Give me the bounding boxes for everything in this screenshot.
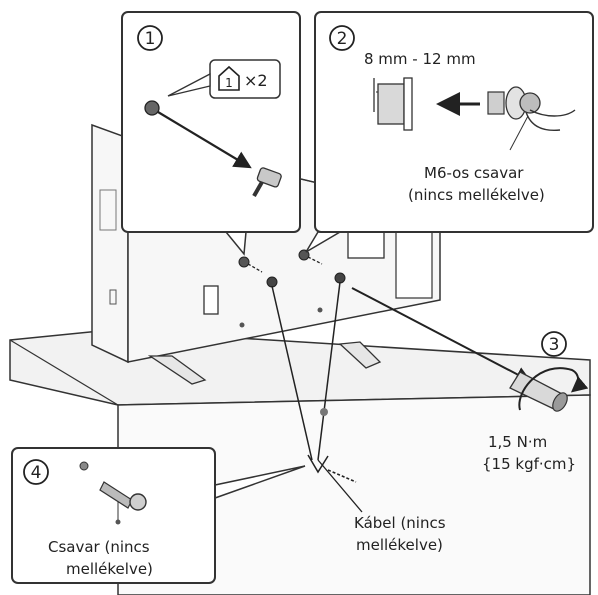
- step2-number: 2: [337, 29, 348, 49]
- step4-screw-line1: Csavar (nincs: [48, 538, 150, 556]
- cable-line2: mellékelve): [356, 536, 443, 554]
- step4-panel: 4 Csavar (nincs mellékelve): [12, 448, 215, 583]
- step4-number: 4: [31, 463, 42, 483]
- torque-line1: 1,5 N·m: [488, 433, 547, 451]
- step1-number: 1: [145, 29, 156, 49]
- step2-panel: 2 8 mm - 12 mm M6-os csavar (nincs mellé…: [315, 12, 593, 232]
- step2-screw-line1: M6-os csavar: [424, 164, 524, 182]
- step1-panel: 1 1 ×2: [122, 12, 300, 232]
- step2-screw-line2: (nincs mellékelve): [408, 186, 545, 204]
- step1-count: ×2: [244, 71, 268, 90]
- step2-dimension: 8 mm - 12 mm: [364, 50, 476, 68]
- torque-line2: {15 kgf·cm}: [482, 455, 576, 473]
- step3-number: 3: [549, 335, 560, 355]
- cable-line1: Kábel (nincs: [354, 514, 446, 532]
- step4-screw-line2: mellékelve): [66, 560, 153, 578]
- bracket-icon: [378, 78, 412, 130]
- svg-text:1: 1: [225, 76, 233, 90]
